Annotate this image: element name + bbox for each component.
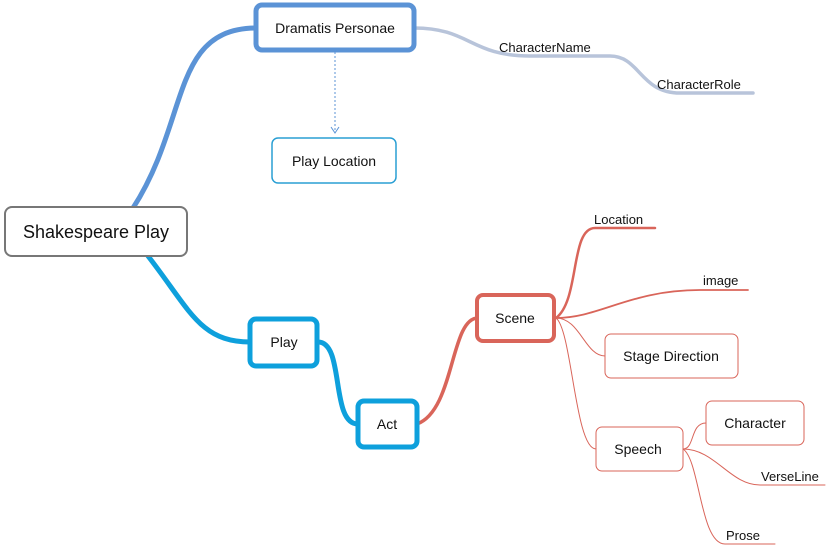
node-label-play: Play: [270, 334, 297, 350]
connector-scene-to-speech: [555, 317, 597, 450]
node-label-stage-direction: Stage Direction: [623, 348, 719, 364]
node-label-scene: Scene: [495, 310, 535, 326]
node-label-dramatis-personae: Dramatis Personae: [275, 20, 395, 36]
leaf-label-prose[interactable]: Prose: [726, 528, 760, 543]
node-label-speech: Speech: [614, 441, 661, 457]
leaf-label-image[interactable]: image: [703, 273, 738, 288]
connector-scene-to-location: [554, 226, 657, 320]
node-speech[interactable]: Speech: [595, 426, 684, 472]
connector-root-to-play: [145, 253, 253, 345]
node-label-character: Character: [724, 415, 786, 431]
node-dramatis-personae[interactable]: Dramatis Personae: [253, 2, 417, 53]
connector-scene-to-image: [555, 289, 749, 319]
leaf-label-characterrole[interactable]: CharacterRole: [657, 77, 741, 92]
node-act[interactable]: Act: [355, 398, 420, 450]
node-play-location[interactable]: Play Location: [271, 137, 397, 184]
leaf-label-charactername[interactable]: CharacterName: [499, 40, 591, 55]
node-stage-direction[interactable]: Stage Direction: [604, 333, 739, 379]
connector-scene-to-stagedirection: [555, 317, 606, 357]
connector-play-to-act: [315, 339, 361, 427]
connector-root-to-dramatis: [130, 25, 260, 211]
node-character[interactable]: Character: [705, 400, 805, 446]
node-scene[interactable]: Scene: [475, 293, 556, 343]
leaf-label-verseline[interactable]: VerseLine: [761, 469, 819, 484]
node-label-act: Act: [377, 416, 397, 432]
arrowhead-icon: [330, 126, 340, 134]
node-label-shakespeare-play: Shakespeare Play: [23, 222, 169, 242]
connector-speech-to-verseline: [682, 448, 826, 486]
connector-act-to-scene: [415, 316, 480, 426]
connector-dramatis-to-charactername: [412, 26, 755, 95]
node-play[interactable]: Play: [247, 316, 320, 369]
connector-speech-to-character: [682, 422, 707, 450]
node-shakespeare-play[interactable]: Shakespeare Play: [4, 206, 188, 257]
connector-speech-to-prose: [682, 448, 776, 545]
leaf-label-location[interactable]: Location: [594, 212, 643, 227]
node-label-play-location: Play Location: [292, 153, 376, 169]
